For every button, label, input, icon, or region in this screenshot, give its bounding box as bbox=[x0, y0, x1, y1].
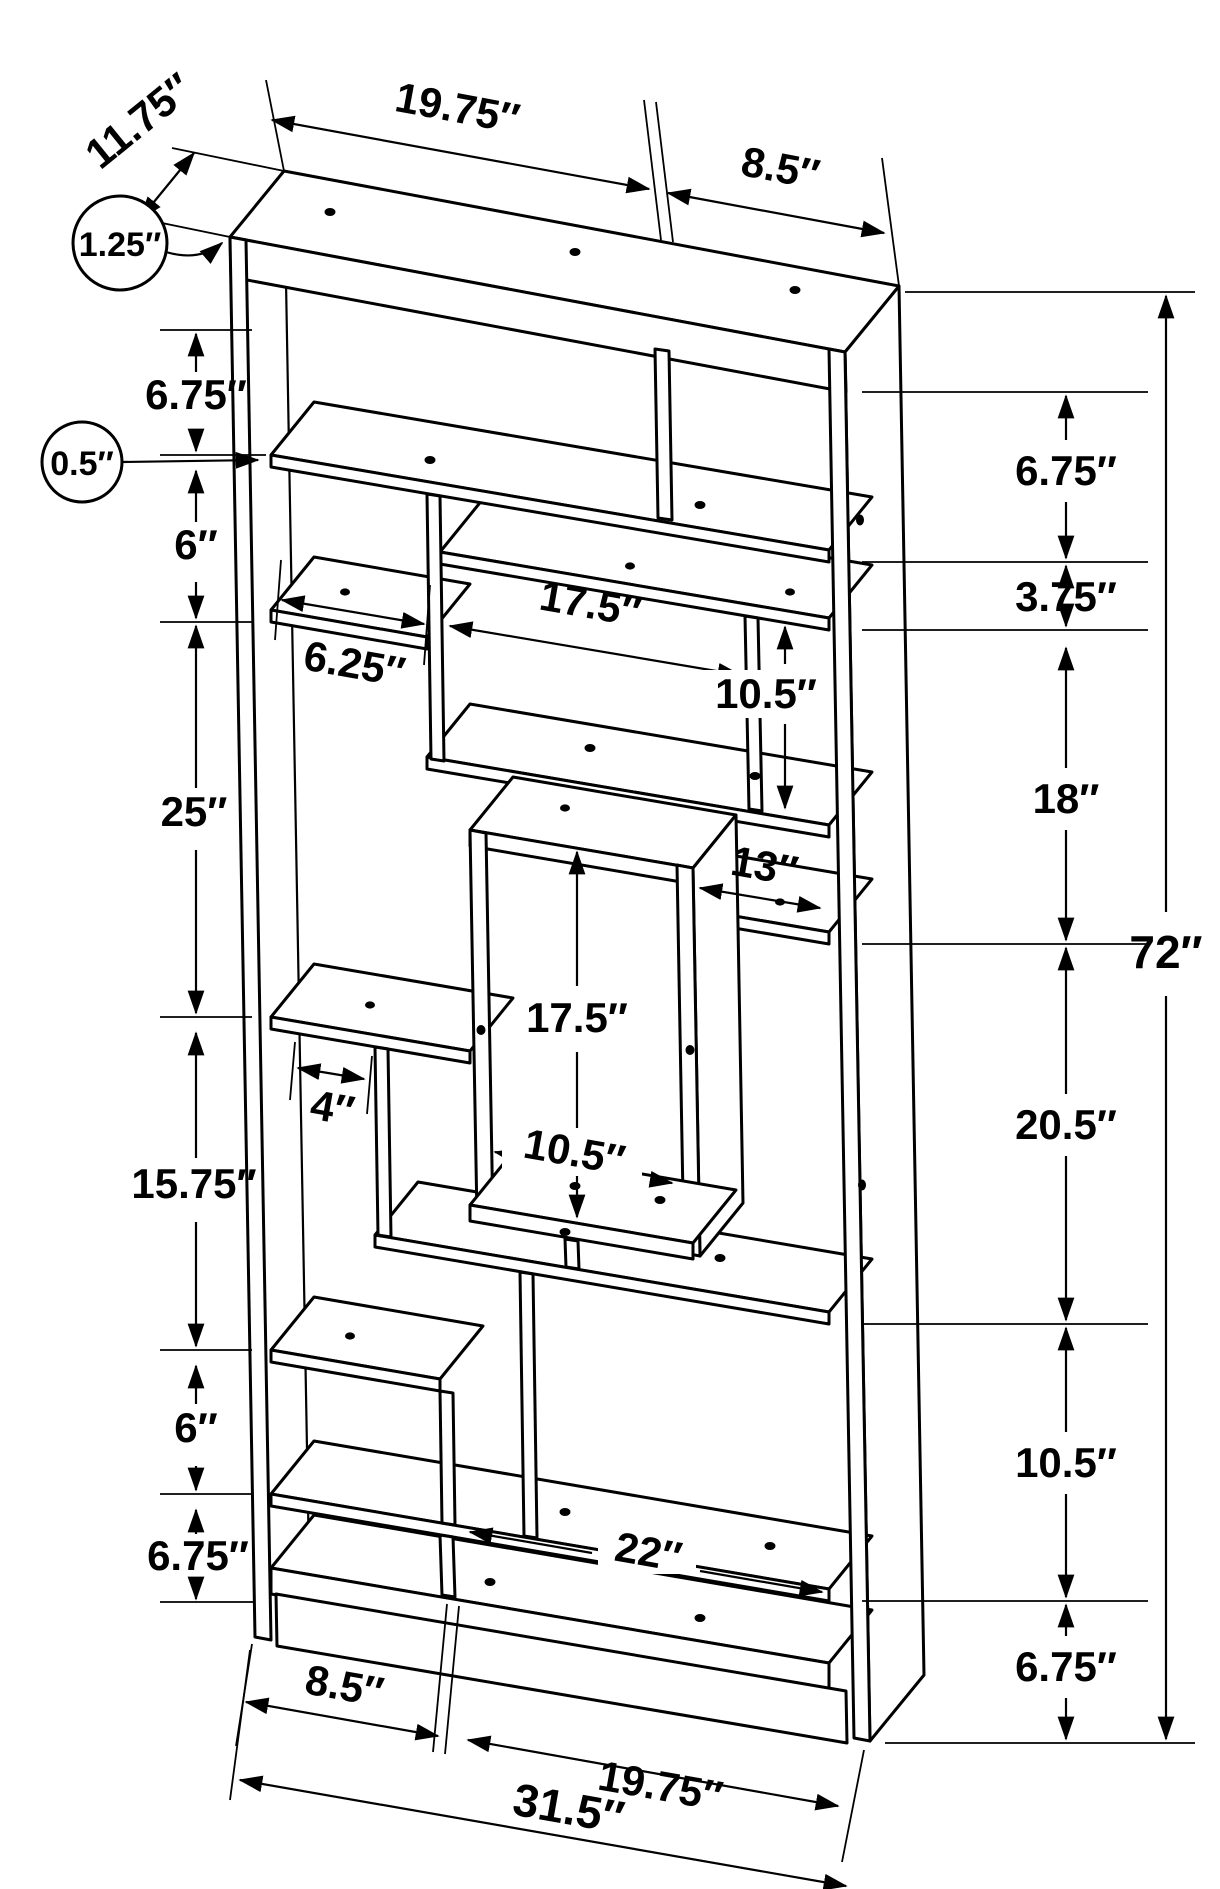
top-divider bbox=[653, 347, 674, 522]
dim-label-left-6: 6.75″ bbox=[147, 1532, 249, 1579]
dim-label-top-thickness: 1.25″ bbox=[79, 226, 161, 264]
dim-label-shelf-thickness: 0.5″ bbox=[50, 445, 114, 483]
dim-label-left-2: 6″ bbox=[174, 521, 217, 568]
callout-circle bbox=[71, 194, 169, 292]
divider-v5b-post bbox=[563, 1237, 581, 1271]
divider-v7 bbox=[518, 1270, 539, 1540]
divider-v2 bbox=[425, 492, 446, 763]
dim-label-top-depth: 11.75″ bbox=[76, 64, 201, 178]
shelf-pin-dots bbox=[324, 208, 866, 1622]
dim-label-left-5: 6″ bbox=[174, 1404, 217, 1451]
dim-label-right-6: 6.75″ bbox=[1015, 1643, 1117, 1690]
divider-v5 bbox=[373, 1045, 393, 1239]
dim-label-right-3: 18″ bbox=[1033, 775, 1100, 822]
shelf7-front bbox=[373, 1233, 831, 1326]
dim-label-top-left-width: 19.75″ bbox=[392, 73, 524, 142]
dim-label-left-4: 15.75″ bbox=[131, 1160, 256, 1207]
callout-shelf-thickness: 0.5″ bbox=[40, 420, 260, 504]
plinth-front bbox=[274, 1592, 849, 1745]
center-box-bottom bbox=[468, 1203, 695, 1261]
dim-label-inner-top-slot-height: 10.5″ bbox=[715, 670, 817, 717]
dim-label-bottom-left-width: 8.5″ bbox=[302, 1656, 387, 1716]
shelf1-front bbox=[269, 453, 831, 564]
right-side-panel-front bbox=[827, 347, 872, 1743]
dim-label-mid-right-shelf-width: 13″ bbox=[728, 837, 802, 895]
callout-leader bbox=[165, 241, 224, 264]
dim-label-lower-shelf-width: 22″ bbox=[612, 1523, 686, 1581]
shelf6-front bbox=[269, 1015, 472, 1065]
dim-label-right-5: 10.5″ bbox=[1015, 1439, 1117, 1486]
dim-label-right-1: 6.75″ bbox=[1015, 447, 1117, 494]
divider-v6 bbox=[438, 1389, 457, 1527]
divider-v8 bbox=[438, 1533, 457, 1599]
dim-label-overall-height: 72″ bbox=[1129, 926, 1202, 978]
callout-top-thickness: 1.25″ bbox=[71, 194, 224, 292]
dim-label-right-2: 3.75″ bbox=[1015, 573, 1117, 620]
dim-label-center-box-height: 17.5″ bbox=[526, 994, 628, 1041]
dim-label-left-3: 25″ bbox=[161, 788, 228, 835]
left-side-panel-front bbox=[228, 235, 273, 1642]
callout-leader bbox=[121, 451, 260, 469]
dim-label-center-box-left-gap: 4″ bbox=[307, 1081, 358, 1135]
center-box-right-wall bbox=[675, 863, 702, 1258]
dim-label-top-right-width: 8.5″ bbox=[738, 137, 824, 198]
dim-label-left-1: 6.75″ bbox=[145, 371, 247, 418]
dim-label-right-4: 20.5″ bbox=[1015, 1101, 1117, 1148]
